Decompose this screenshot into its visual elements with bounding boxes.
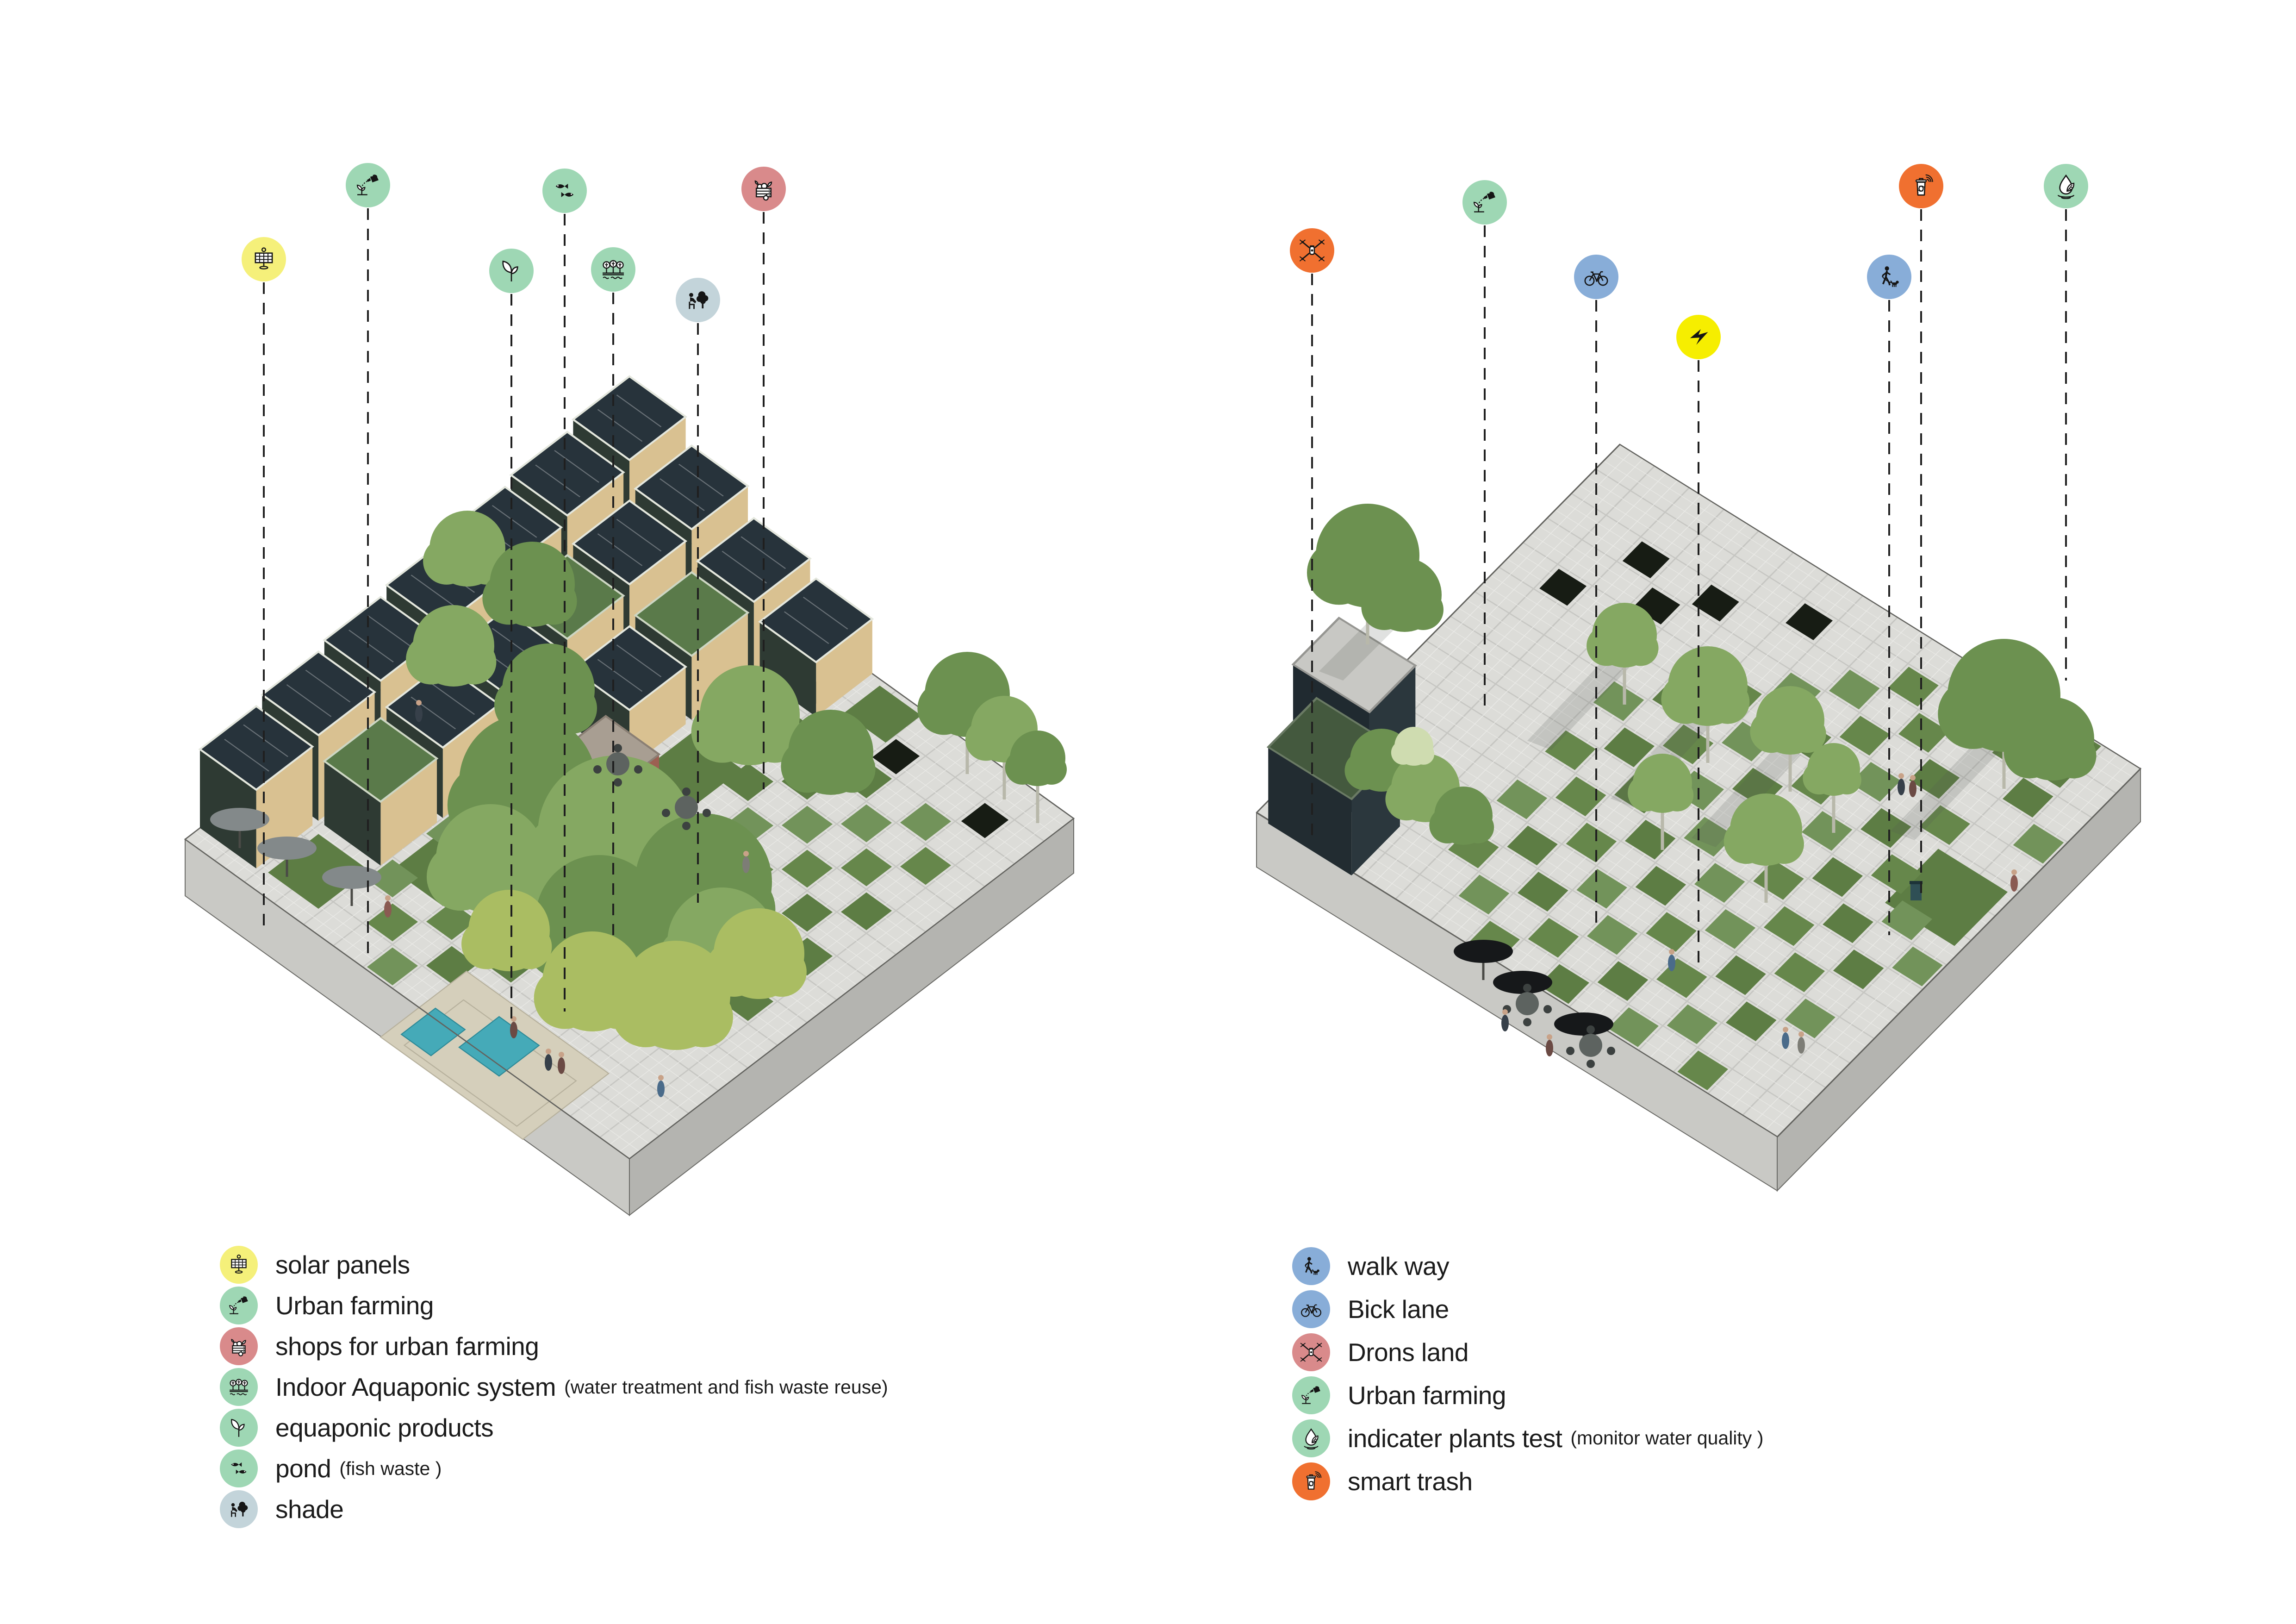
watering-can-icon	[1292, 1376, 1330, 1414]
solar-panel-icon	[220, 1246, 258, 1284]
legend-label: smart trash	[1348, 1467, 1473, 1496]
legend-item-pond: pond (fish waste )	[220, 1448, 888, 1489]
legend-label: Drons land	[1348, 1337, 1468, 1367]
legend-label: shops for urban farming	[275, 1332, 539, 1361]
legend-item-drons-land: Drons land	[1292, 1330, 1763, 1374]
right-scene-decor	[1307, 504, 2097, 1068]
legend-item-walk-way: walk way	[1292, 1244, 1763, 1287]
legend-right: walk way Bick lane Drons land Urban farm…	[1292, 1244, 1763, 1503]
legend-note: (fish waste )	[339, 1457, 442, 1479]
fish-icon	[220, 1449, 258, 1487]
callout-sprout-icon	[489, 249, 534, 293]
legend-label: indicater plants test	[1348, 1424, 1562, 1453]
legend-item-urban-farming: Urban farming	[1292, 1374, 1763, 1417]
legend-label: walk way	[1348, 1251, 1450, 1280]
callout-fish-icon	[542, 169, 587, 213]
callout-watering-icon	[346, 163, 390, 207]
callout-bike-icon	[1574, 255, 1618, 299]
legend-item-solar-panels: solar panels	[220, 1244, 888, 1285]
legend-note: (monitor water quality )	[1570, 1427, 1764, 1449]
callout-leafdrop-icon	[2044, 164, 2088, 208]
sprout-icon	[220, 1409, 258, 1447]
aquaponic-system-icon	[220, 1368, 258, 1406]
legend-label: Urban farming	[1348, 1380, 1506, 1410]
legend-label: pond	[275, 1454, 331, 1483]
callout-crate-icon	[741, 167, 786, 211]
shade-tree-icon	[220, 1490, 258, 1528]
legend-item-indoor-aquaponic-system: Indoor Aquaponic system (water treatment…	[220, 1367, 888, 1407]
callout-bolt-icon	[1676, 315, 1721, 359]
legend-label: Indoor Aquaponic system	[275, 1373, 556, 1401]
callout-leader-lines	[263, 208, 2067, 1023]
walking-person-icon	[1292, 1247, 1330, 1285]
legend-left: solar panels Urban farming shops for urb…	[220, 1244, 888, 1530]
legend-item-indicater-plants-test: indicater plants test (monitor water qua…	[1292, 1417, 1763, 1460]
callout-aquaponic-icon	[591, 247, 635, 292]
callout-drone-icon	[1290, 228, 1334, 273]
callout-walk-icon	[1867, 255, 1911, 299]
callout-trash-icon	[1899, 164, 1943, 208]
callout-solar-icon	[242, 237, 286, 281]
legend-item-equaponic-products: equaponic products	[220, 1407, 888, 1448]
smart-trash-icon	[1292, 1462, 1330, 1500]
legend-item-urban-farming: Urban farming	[220, 1285, 888, 1326]
legend-item-shade: shade	[220, 1489, 888, 1530]
legend-note: (water treatment and fish waste reuse)	[564, 1376, 888, 1398]
legend-label: solar panels	[275, 1250, 410, 1279]
legend-label: Bick lane	[1348, 1294, 1449, 1324]
left-scene-decor	[210, 511, 1067, 1097]
indicator-plant-icon	[1292, 1419, 1330, 1457]
legend-item-shops-for-urban-farming: shops for urban farming	[220, 1326, 888, 1367]
callout-watering-icon	[1462, 180, 1507, 225]
legend-item-bick-lane: Bick lane	[1292, 1287, 1763, 1330]
legend-label: shade	[275, 1495, 344, 1524]
legend-label: equaponic products	[275, 1413, 494, 1442]
callout-shade-icon	[676, 278, 720, 322]
bicycle-icon	[1292, 1290, 1330, 1328]
legend-item-smart-trash: smart trash	[1292, 1460, 1763, 1503]
drone-icon	[1292, 1333, 1330, 1371]
legend-label: Urban farming	[275, 1291, 434, 1320]
produce-crate-icon	[220, 1327, 258, 1365]
watering-can-icon	[220, 1287, 258, 1324]
